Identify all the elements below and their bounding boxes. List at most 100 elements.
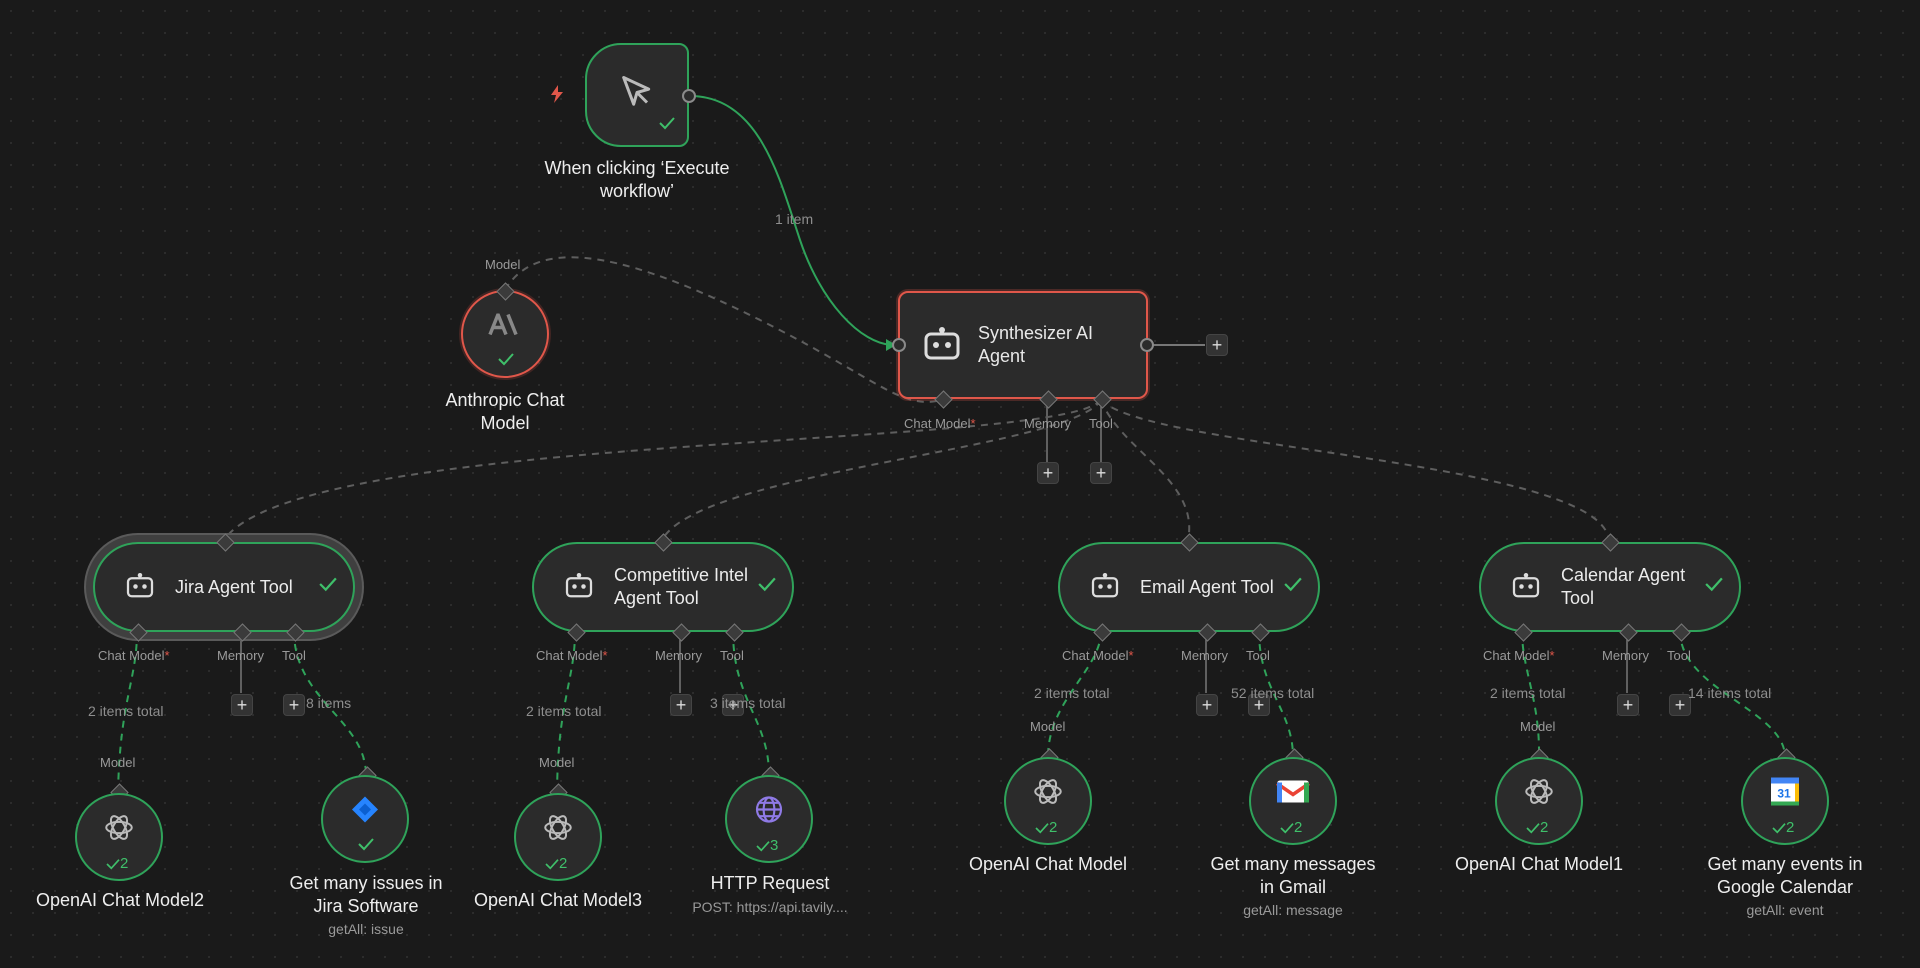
chat-model-port-label: Chat Model*: [1062, 648, 1134, 663]
robot-icon: [922, 325, 962, 366]
add-tool-button[interactable]: +: [1248, 694, 1270, 716]
memory-port-label: Memory: [217, 648, 264, 663]
google-calendar-node[interactable]: 31 2: [1741, 757, 1829, 845]
google-calendar-icon: 31: [1769, 776, 1801, 813]
model-port-label: Model: [1030, 719, 1066, 734]
output-handle[interactable]: [1140, 338, 1154, 352]
anthropic-label: Anthropic Chat Model: [445, 390, 565, 433]
openai-chat-model1-node[interactable]: 2: [1495, 757, 1583, 845]
robot-icon: [125, 571, 155, 604]
competitive-intel-agent-tool-node[interactable]: Competitive Intel Agent Tool: [532, 542, 794, 632]
tool-node-label: Get many messages in Gmail: [1210, 854, 1376, 897]
tool-node-label: HTTP Request: [710, 873, 830, 893]
http-request-node[interactable]: 3: [725, 775, 813, 863]
add-memory-button[interactable]: +: [231, 694, 253, 716]
model-node-label: OpenAI Chat Model1: [1454, 854, 1624, 874]
run-count-badge: 2: [1526, 819, 1548, 836]
run-count-badge: 2: [545, 855, 567, 872]
synthesizer-agent-node[interactable]: Synthesizer AI Agent: [892, 291, 1154, 399]
calendar-day: 31: [1777, 787, 1791, 801]
memory-port-label: Memory: [1602, 648, 1649, 663]
model-port-label: Model: [100, 755, 136, 770]
model-node-label: OpenAI Chat Model3: [473, 890, 643, 910]
input-handle[interactable]: [892, 338, 906, 352]
tool-port-label: Tool: [1246, 648, 1270, 663]
add-memory-button[interactable]: +: [1617, 694, 1639, 716]
globe-icon: [753, 794, 785, 831]
add-memory-button[interactable]: +: [1037, 462, 1059, 484]
run-count-badge: 2: [1772, 819, 1794, 836]
memory-port-label: Memory: [655, 648, 702, 663]
edge-trigger-agent: [689, 95, 895, 346]
add-tool-button[interactable]: +: [283, 694, 305, 716]
tool-node-operation: getAll: event: [1746, 902, 1824, 918]
model-edge-label: 2 items total: [88, 703, 164, 719]
gmail-node[interactable]: 2: [1249, 757, 1337, 845]
memory-port-label: Memory: [1024, 416, 1071, 431]
success-check-icon: [358, 837, 374, 856]
model-edge-label: 2 items total: [1034, 685, 1110, 701]
success-check-icon: [1705, 576, 1723, 597]
add-memory-button[interactable]: +: [670, 694, 692, 716]
model-port-label: Model: [1520, 719, 1556, 734]
model-edge-label: 2 items total: [526, 703, 602, 719]
tool-port-label: Tool: [1667, 648, 1691, 663]
add-output-button[interactable]: +: [1206, 334, 1228, 356]
jira-logo-icon: [350, 795, 380, 830]
calendar-agent-tool-node[interactable]: Calendar Agent Tool: [1479, 542, 1741, 632]
edge-anthropic-agent: [504, 256, 943, 403]
trigger-bolt-icon: [549, 84, 565, 109]
tool-title: Email Agent Tool: [1140, 576, 1274, 597]
email-agent-tool-node[interactable]: Email Agent Tool: [1058, 542, 1320, 632]
jira-software-node[interactable]: [321, 775, 409, 863]
anthropic-chat-model-node[interactable]: [461, 290, 549, 378]
tool-title: Jira Agent Tool: [175, 576, 293, 597]
tool-edge-label: 3 items total: [710, 695, 786, 711]
output-handle[interactable]: [682, 89, 696, 103]
edge-item-count: 1 item: [775, 211, 814, 227]
openai-logo-icon: [1522, 775, 1556, 814]
chat-model-port-label: Chat Model*: [1483, 648, 1555, 663]
success-check-icon: [498, 352, 514, 371]
tool-title: Calendar Agent Tool: [1561, 565, 1686, 608]
robot-icon: [1511, 571, 1541, 604]
run-count-badge: 3: [756, 837, 778, 854]
success-check-icon: [1284, 576, 1302, 597]
tool-node-operation: getAll: issue: [328, 921, 404, 937]
tool-edge-label: 8 items: [306, 695, 352, 711]
success-check-icon: [319, 576, 337, 597]
manual-trigger-node[interactable]: [585, 43, 696, 147]
run-count-badge: 2: [1280, 819, 1302, 836]
gmail-icon: [1276, 779, 1310, 810]
tool-node-operation: getAll: message: [1243, 902, 1343, 918]
trigger-label: When clicking ‘Execute workflow’: [544, 158, 730, 201]
chat-model-port-label: Chat Model*: [904, 416, 976, 431]
tool-node-label: Get many issues in Jira Software: [289, 873, 443, 916]
cursor-icon: [617, 73, 657, 118]
success-check-icon: [758, 576, 776, 597]
add-tool-button[interactable]: +: [722, 694, 744, 716]
openai-chat-model3-node[interactable]: 2: [514, 793, 602, 881]
tool-edge-label: 14 items total: [1688, 685, 1772, 701]
tool-node-operation: POST: https://api.tavily....: [692, 899, 848, 915]
tool-edge-label: 52 items total: [1231, 685, 1315, 701]
memory-port-label: Memory: [1181, 648, 1228, 663]
model-edge-label: 2 items total: [1490, 685, 1566, 701]
openai-chat-model2-node[interactable]: 2: [75, 793, 163, 881]
tool-node-label: Get many events in Google Calendar: [1707, 854, 1863, 897]
success-check-icon: [659, 116, 675, 135]
tool-title: Competitive Intel Agent Tool: [614, 565, 749, 608]
chat-model-port-label: Chat Model*: [536, 648, 608, 663]
model-node-label: OpenAI Chat Model2: [35, 890, 205, 910]
add-memory-button[interactable]: +: [1196, 694, 1218, 716]
jira-agent-tool-node[interactable]: Jira Agent Tool: [93, 542, 355, 632]
openai-chat-model-node[interactable]: 2: [1004, 757, 1092, 845]
add-tool-button[interactable]: +: [1090, 462, 1112, 484]
chat-model-port-label: Chat Model*: [98, 648, 170, 663]
robot-icon: [564, 571, 594, 604]
add-tool-button[interactable]: +: [1669, 694, 1691, 716]
run-count-badge: 2: [1035, 819, 1057, 836]
run-count-badge: 2: [106, 855, 128, 872]
